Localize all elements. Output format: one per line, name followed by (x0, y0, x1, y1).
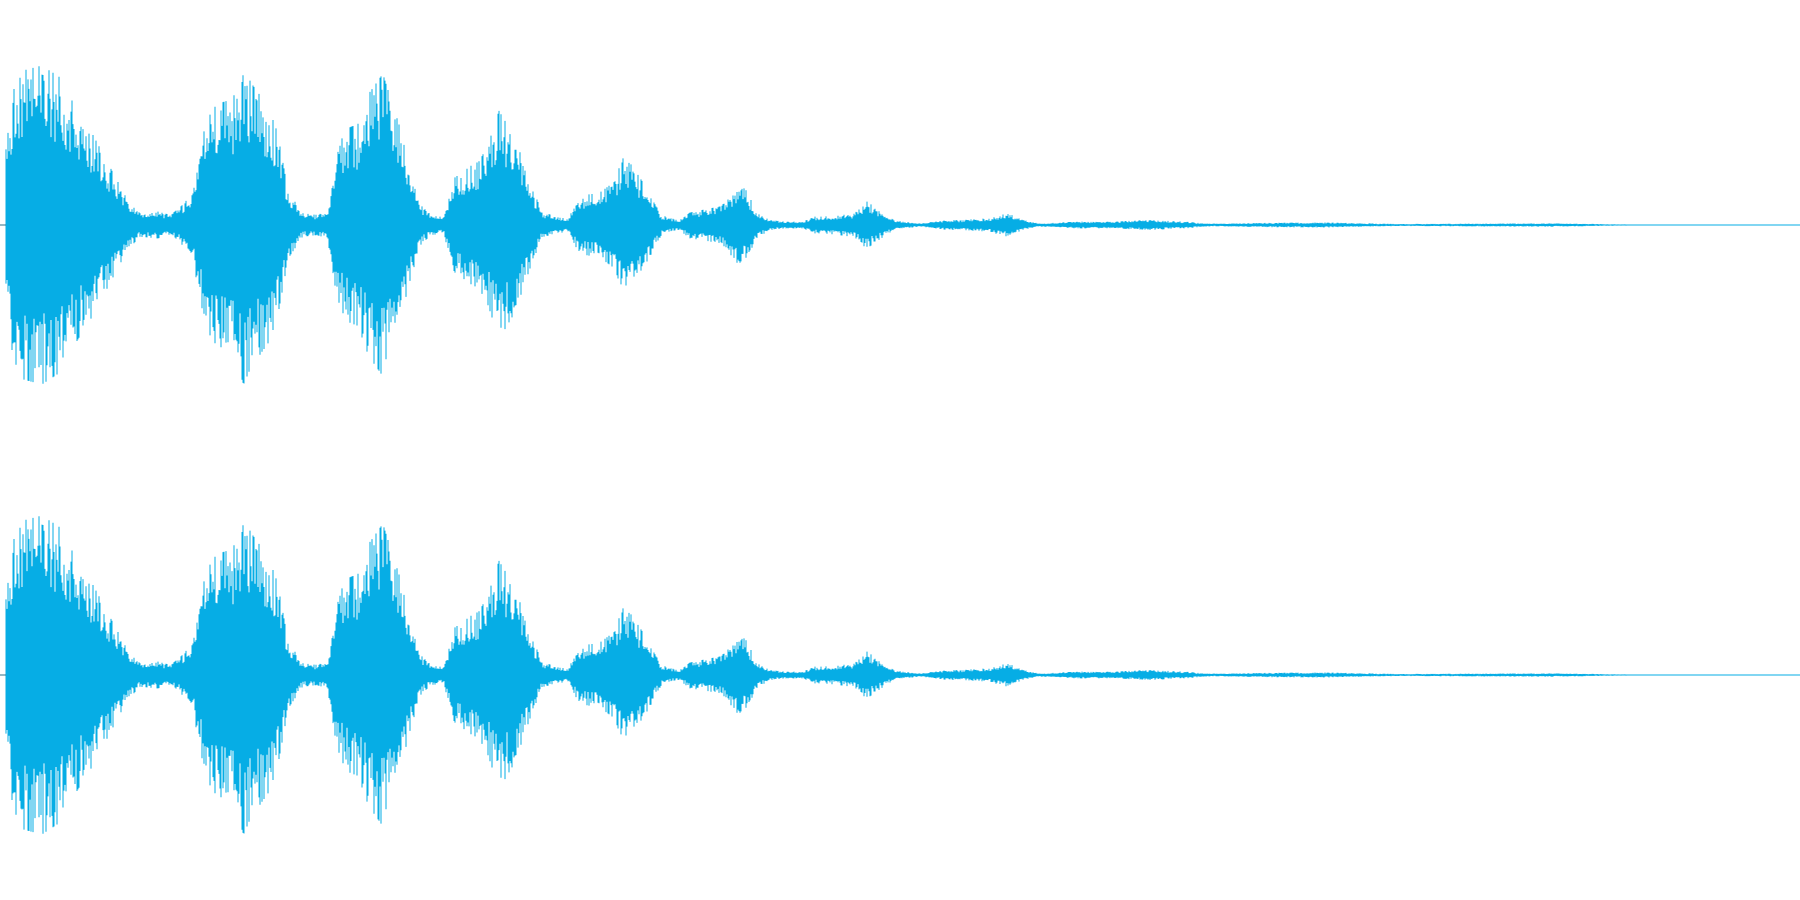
channel-1-waveform (0, 66, 1800, 384)
channel-2-waveform (0, 516, 1800, 834)
channel-1-signal (5, 66, 1782, 384)
channel-2-signal (5, 516, 1782, 834)
